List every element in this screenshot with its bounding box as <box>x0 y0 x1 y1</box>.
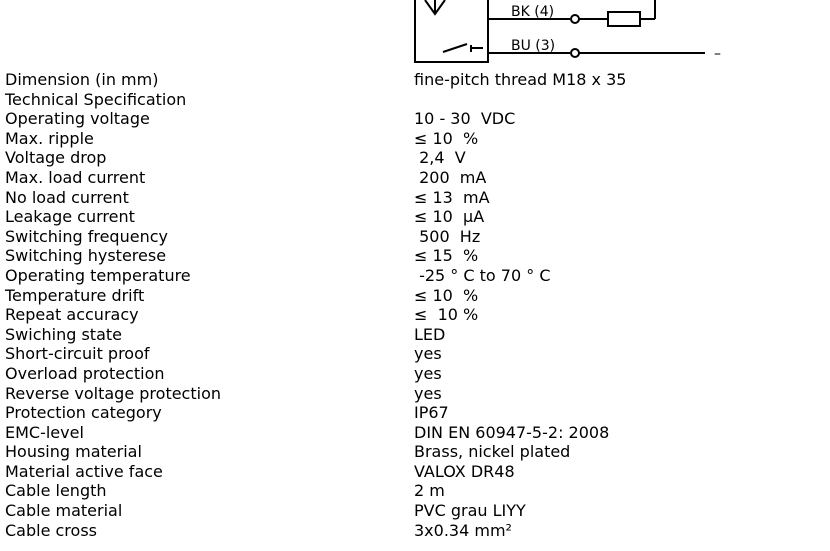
spec-row: Max. ripple ≤ 10 % <box>5 129 825 149</box>
spec-value: yes <box>414 363 442 383</box>
spec-label: Swiching state <box>5 324 122 344</box>
spec-value: LED <box>414 324 446 344</box>
spec-label: Max. load current <box>5 167 146 187</box>
spec-row: Temperature drift ≤ 10 % <box>5 286 825 306</box>
spec-row: Cable cross 3x0.34 mm² <box>5 521 825 541</box>
spec-row: Repeat accuracy ≤ 10 % <box>5 305 825 325</box>
spec-label: Temperature drift <box>5 285 145 305</box>
spec-value: 200 mA <box>414 167 487 187</box>
spec-label: Cable material <box>5 501 123 521</box>
spec-row: EMC-level DIN EN 60947-5-2: 2008 <box>5 423 825 443</box>
spec-value: DIN EN 60947-5-2: 2008 <box>414 422 610 442</box>
spec-label: Short-circuit proof <box>5 344 150 364</box>
spec-row: Dimension (in mm) fine-pitch thread M18 x… <box>5 70 825 90</box>
spec-label: Operating temperature <box>5 265 191 285</box>
spec-row: Technical Specification <box>5 90 825 110</box>
spec-label: Cable length <box>5 481 107 501</box>
spec-value: 10 - 30 VDC <box>414 109 516 129</box>
spec-label: Dimension (in mm) <box>5 70 159 89</box>
spec-label: Overload protection <box>5 363 165 383</box>
spec-row: Switching hysterese ≤ 15 % <box>5 246 825 266</box>
spec-row: Operating temperature -25 ° C to 70 ° C <box>5 266 825 286</box>
spec-row: Material active face VALOX DR48 <box>5 462 825 482</box>
spec-label: Material active face <box>5 461 163 481</box>
spec-value: 2 m <box>414 481 445 501</box>
spec-row: Cable length 2 m <box>5 481 825 501</box>
spec-label: Repeat accuracy <box>5 305 139 325</box>
spec-row: Protection category IP67 <box>5 403 825 423</box>
spec-value: ≤ 10 µA <box>414 207 485 227</box>
spec-table: Dimension (in mm) fine-pitch thread M18 x… <box>5 70 825 540</box>
spec-value: 2,4 V <box>414 148 466 168</box>
spec-row: Operating voltage 10 - 30 VDC <box>5 109 825 129</box>
wire-label-bk: BK (4) <box>511 4 554 20</box>
spec-label: Leakage current <box>5 207 135 227</box>
spec-row: Max. load current 200 mA <box>5 168 825 188</box>
spec-label: Voltage drop <box>5 148 107 168</box>
spec-value: -25 ° C to 70 ° C <box>414 265 551 285</box>
wire-label-bu: BU (3) <box>511 38 555 54</box>
sensor-housing <box>414 0 489 63</box>
spec-row: Voltage drop 2,4 V <box>5 148 825 168</box>
wiring-diagram: BK (4) BU (3) – <box>405 0 735 70</box>
spec-label: Housing material <box>5 442 142 462</box>
spec-label: Protection category <box>5 403 162 423</box>
spec-row: Reverse voltage protection yes <box>5 384 825 404</box>
spec-value: ≤ 13 mA <box>414 187 490 207</box>
spec-row: No load current ≤ 13 mA <box>5 188 825 208</box>
spec-value: fine-pitch thread M18 x 35 <box>414 70 627 89</box>
spec-value: ≤ 15 % <box>414 246 479 266</box>
spec-value: 500 Hz <box>414 226 481 246</box>
spec-label: Reverse voltage protection <box>5 383 221 403</box>
spec-value: IP67 <box>414 403 449 423</box>
spec-row: Short-circuit proof yes <box>5 344 825 364</box>
spec-label: EMC-level <box>5 422 84 442</box>
spec-row: Switching frequency 500 Hz <box>5 227 825 247</box>
spec-value: 3x0.34 mm² <box>414 520 512 540</box>
spec-value: ≤ 10 % <box>414 305 479 325</box>
spec-row: Housing material Brass, nickel plated <box>5 442 825 462</box>
spec-value: yes <box>414 383 442 403</box>
terminal-bu-icon <box>570 48 580 58</box>
spec-label: Switching frequency <box>5 226 168 246</box>
spec-label: Switching hysterese <box>5 246 167 266</box>
spec-value: Brass, nickel plated <box>414 442 571 462</box>
spec-value: yes <box>414 344 442 364</box>
minus-symbol: – <box>714 46 721 62</box>
spec-label: Cable cross <box>5 520 97 540</box>
spec-label: Technical Specification <box>5 89 187 109</box>
spec-label: Operating voltage <box>5 109 150 129</box>
load-resistor-icon <box>607 11 641 27</box>
spec-label: Max. ripple <box>5 128 94 148</box>
switch-icon <box>442 43 483 53</box>
spec-value: PVC grau LIYY <box>414 501 526 521</box>
spec-row: Leakage current ≤ 10 µA <box>5 207 825 227</box>
spec-row: Overload protection yes <box>5 364 825 384</box>
spec-value: ≤ 10 % <box>414 285 479 305</box>
spec-value: ≤ 10 % <box>414 128 479 148</box>
spec-value: VALOX DR48 <box>414 461 515 481</box>
spec-label: No load current <box>5 187 129 207</box>
spec-row: Swiching state LED <box>5 325 825 345</box>
terminal-bk-icon <box>570 14 580 24</box>
spec-row: Cable material PVC grau LIYY <box>5 501 825 521</box>
